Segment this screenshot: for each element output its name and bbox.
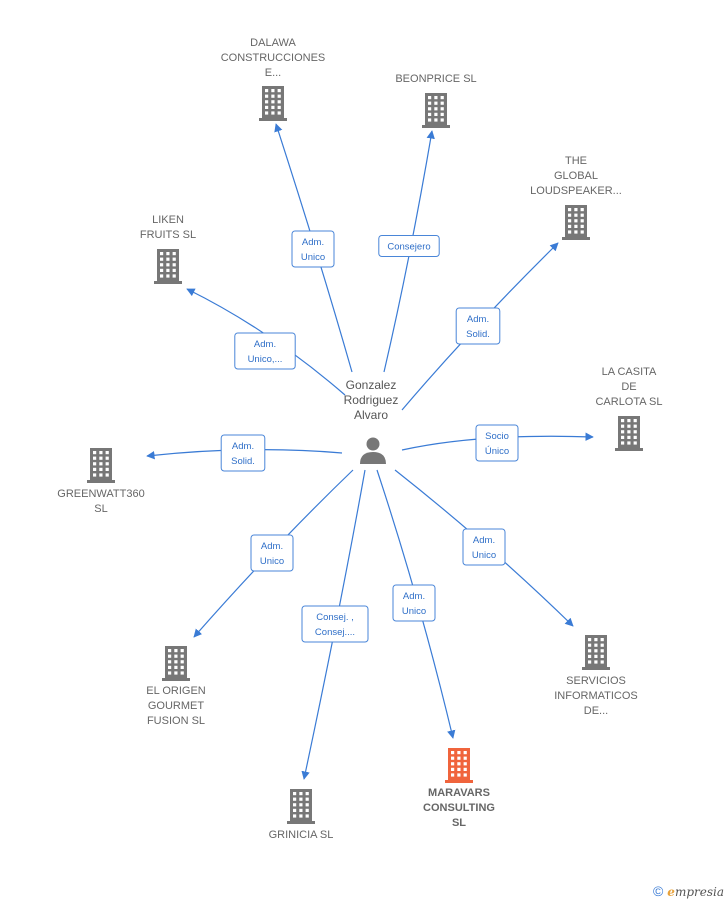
role-badge-grinicia[interactable]: Consej. , Consej.... <box>301 605 369 643</box>
role-text: Adm. <box>302 237 324 248</box>
building-icon <box>445 748 473 783</box>
company-name-line: GREENWATT360 <box>57 488 144 500</box>
role-badge-box <box>220 434 266 472</box>
building-icon <box>162 646 190 681</box>
company-name-line: FUSION SL <box>147 715 205 727</box>
role-text: Adm. <box>467 314 489 325</box>
person-name-line: Rodriguez <box>344 393 399 407</box>
company-name-line: CARLOTA SL <box>595 396 662 408</box>
company-node-maravars[interactable]: MARAVARS CONSULTING SL <box>423 748 495 829</box>
role-text: Unico <box>260 556 284 567</box>
company-name-line: INFORMATICOS <box>554 690 638 702</box>
role-badge-box <box>378 235 440 257</box>
role-badge-box <box>301 605 369 643</box>
person-name-line: Alvaro <box>354 408 388 422</box>
role-badge-box <box>455 307 501 345</box>
role-badge-global-loudspeaker[interactable]: Adm. Solid. <box>455 307 501 345</box>
role-text: Adm. <box>261 541 283 552</box>
role-text: Solid. <box>231 456 255 467</box>
building-icon <box>154 249 182 284</box>
building-icon <box>422 93 450 128</box>
role-text: Consej.... <box>315 627 355 638</box>
person-icon <box>360 437 386 464</box>
nodes-layer: DALAWA CONSTRUCCIONES E... BEONPRICE SL THE G… <box>57 37 662 841</box>
company-node-liken-fruits[interactable]: LIKEN FRUITS SL <box>140 214 196 284</box>
company-name-line: E... <box>265 67 282 79</box>
role-text: Unico <box>472 550 496 561</box>
company-name-line: GLOBAL <box>554 170 598 182</box>
role-badge-box <box>291 230 335 268</box>
role-badge-el-origen[interactable]: Adm. Unico <box>250 534 294 572</box>
role-text: Socio <box>485 431 509 442</box>
company-name-line: DE... <box>584 705 608 717</box>
company-name-line: THE <box>565 155 587 167</box>
company-name-line: GRINICIA SL <box>269 829 334 841</box>
role-badge-beonprice[interactable]: Consejero <box>378 235 440 257</box>
role-text: Adm. <box>473 535 495 546</box>
role-badge-liken-fruits[interactable]: Adm. Unico,... <box>234 332 296 370</box>
role-badge-box <box>392 584 436 622</box>
edges-layer: Adm.UnicoConsejeroAdm.Solid.Adm.Unico,..… <box>146 123 594 780</box>
company-name-line: MARAVARS <box>428 787 490 799</box>
role-badge-greenwatt360[interactable]: Adm. Solid. <box>220 434 266 472</box>
company-name-line: DE <box>621 381 636 393</box>
role-text: Adm. <box>403 591 425 602</box>
company-name-line: EL ORIGEN <box>146 685 206 697</box>
company-node-global-loudspeaker[interactable]: THE GLOBAL LOUDSPEAKER... <box>530 155 622 240</box>
building-icon <box>615 416 643 451</box>
company-node-dalawa[interactable]: DALAWA CONSTRUCCIONES E... <box>221 37 326 121</box>
company-node-servicios-informaticos[interactable]: SERVICIOS INFORMATICOS DE... <box>554 635 638 717</box>
company-name-line: SERVICIOS <box>566 675 626 687</box>
brand-initial: e <box>667 885 675 899</box>
role-text: Unico <box>301 252 325 263</box>
company-node-el-origen[interactable]: EL ORIGEN GOURMET FUSION SL <box>146 646 206 727</box>
company-name-line: CONSTRUCCIONES <box>221 52 326 64</box>
company-name-line: LOUDSPEAKER... <box>530 185 622 197</box>
company-name-line: SL <box>452 817 466 829</box>
role-badge-maravars[interactable]: Adm. Unico <box>392 584 436 622</box>
footer-brand[interactable]: ©empresia <box>653 883 724 899</box>
role-text: Adm. <box>254 339 276 350</box>
copyright-icon: © <box>652 883 664 899</box>
role-text: Adm. <box>232 441 254 452</box>
building-icon <box>582 635 610 670</box>
role-text: Solid. <box>466 329 490 340</box>
role-badge-box <box>475 424 519 462</box>
building-icon <box>562 205 590 240</box>
company-name-line: BEONPRICE SL <box>395 73 476 85</box>
building-icon <box>87 448 115 483</box>
role-text: Unico <box>402 606 426 617</box>
company-name-line: DALAWA <box>250 37 296 49</box>
company-name-line: FRUITS SL <box>140 229 196 241</box>
company-name-line: SL <box>94 503 107 515</box>
company-name-line: GOURMET <box>148 700 205 712</box>
company-name-line: CONSULTING <box>423 802 495 814</box>
company-node-casita-carlota[interactable]: LA CASITA DE CARLOTA SL <box>595 366 663 451</box>
person-name-line: Gonzalez <box>346 378 397 392</box>
role-badge-box <box>234 332 296 370</box>
role-text: Unico,... <box>248 354 283 365</box>
company-name-line: LIKEN <box>152 214 184 226</box>
role-badge-box <box>462 528 506 566</box>
company-name-line: LA CASITA <box>602 366 657 378</box>
role-badge-servicios-informaticos[interactable]: Adm. Unico <box>462 528 506 566</box>
company-node-grinicia[interactable]: GRINICIA SL <box>269 789 334 841</box>
role-text: Único <box>485 446 509 457</box>
building-icon <box>259 86 287 121</box>
company-node-beonprice[interactable]: BEONPRICE SL <box>395 73 477 128</box>
role-badge-dalawa[interactable]: Adm. Unico <box>291 230 335 268</box>
role-text: Consejero <box>387 242 430 253</box>
building-icon <box>287 789 315 824</box>
role-badge-box <box>250 534 294 572</box>
role-text: Consej. , <box>316 612 354 623</box>
brand-name: mpresia <box>674 885 724 899</box>
